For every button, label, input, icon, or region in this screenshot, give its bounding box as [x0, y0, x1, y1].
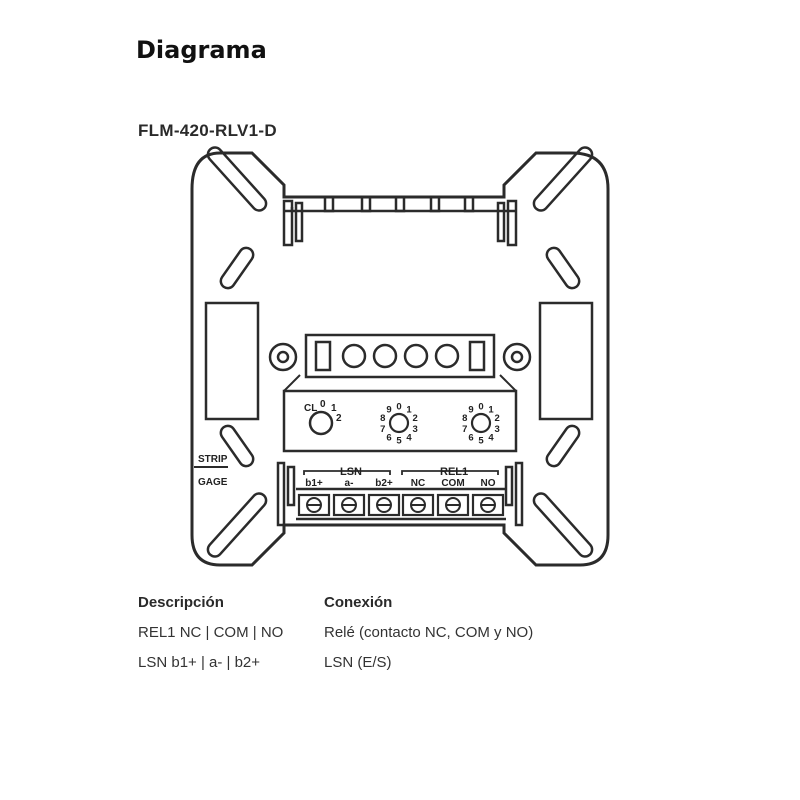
mount-slot-bottom-right — [532, 492, 594, 558]
side-window-right — [538, 301, 594, 421]
screw-hole-left — [268, 342, 298, 372]
dial-digit: 2 — [413, 413, 418, 424]
side-slot-right-lower — [545, 424, 581, 468]
table-header-connection: Conexión — [324, 594, 393, 611]
dial-class-label-1: 1 — [331, 403, 337, 414]
dial-digit: 9 — [468, 405, 473, 416]
strip-label: STRIP — [198, 454, 228, 465]
dial-digit: 9 — [386, 405, 391, 416]
group-rel1-label: REL1 — [440, 466, 468, 478]
dial-digit: 2 — [495, 413, 500, 424]
dial-digit: 6 — [386, 432, 391, 443]
mount-slot-bottom-left — [206, 492, 268, 558]
dial-digit: 0 — [478, 402, 483, 413]
terminal-screw — [367, 493, 401, 517]
dial-digit: 3 — [413, 424, 418, 435]
screw-hole-right — [502, 342, 532, 372]
mount-slot-top-left — [206, 146, 268, 212]
row-1-connection: Relé (contacto NC, COM y NO) — [324, 624, 534, 641]
housing-outline — [190, 151, 610, 567]
gage-label: GAGE — [198, 477, 228, 488]
dial-digit: 7 — [462, 424, 467, 435]
dial-digit: 3 — [495, 424, 500, 435]
terminal-label: b2+ — [375, 478, 393, 489]
table-header-description: Descripción — [138, 594, 224, 611]
model-name: FLM-420-RLV1-D — [138, 121, 277, 140]
terminal-screw — [436, 493, 470, 517]
dial-class: CL 0 1 2 — [304, 399, 342, 436]
dial-digit: 8 — [380, 413, 385, 424]
terminal-screw — [332, 493, 366, 517]
mount-slot-top-right — [532, 146, 594, 212]
dial-digit: 1 — [406, 405, 412, 416]
dial-digit: 7 — [380, 424, 385, 435]
side-slot-left-upper — [219, 246, 255, 290]
page-heading: Diagrama — [136, 36, 267, 64]
dial-panel — [282, 389, 518, 453]
terminal-label: COM — [441, 478, 464, 489]
terminal-label: NO — [481, 478, 496, 489]
side-slot-right-upper — [545, 246, 581, 290]
terminal-label: b1+ — [305, 478, 323, 489]
dial-digit: 8 — [462, 413, 467, 424]
dial-digit: 5 — [396, 436, 402, 447]
dial-digit: 4 — [488, 432, 494, 443]
side-slot-left-lower — [219, 424, 255, 468]
dial-class-label-0: 0 — [320, 399, 326, 410]
terminal-label: NC — [411, 478, 425, 489]
strip-gage: STRIP GAGE — [194, 454, 228, 488]
row-1-description: REL1 NC | COM | NO — [138, 624, 284, 641]
dial-digit: 4 — [406, 432, 412, 443]
group-lsn-label: LSN — [340, 466, 362, 478]
dial-class-label-cl: CL — [304, 403, 317, 414]
dial-digit: 0 — [396, 402, 401, 413]
terminal-screw — [471, 493, 505, 517]
terminal-label: a- — [345, 478, 354, 489]
side-window-left — [204, 301, 260, 421]
dial-digit: 5 — [478, 436, 484, 447]
dial-digit: 6 — [468, 432, 473, 443]
terminal-screw — [401, 493, 435, 517]
socket-strip — [304, 333, 496, 379]
dial-class-label-2: 2 — [336, 413, 342, 424]
dial-digit: 1 — [488, 405, 494, 416]
terminal-screw — [297, 493, 331, 517]
top-pin-header — [282, 195, 518, 247]
terminal-block — [276, 461, 524, 527]
row-2-description: LSN b1+ | a- | b2+ — [138, 654, 261, 671]
row-2-connection: LSN (E/S) — [324, 654, 392, 671]
